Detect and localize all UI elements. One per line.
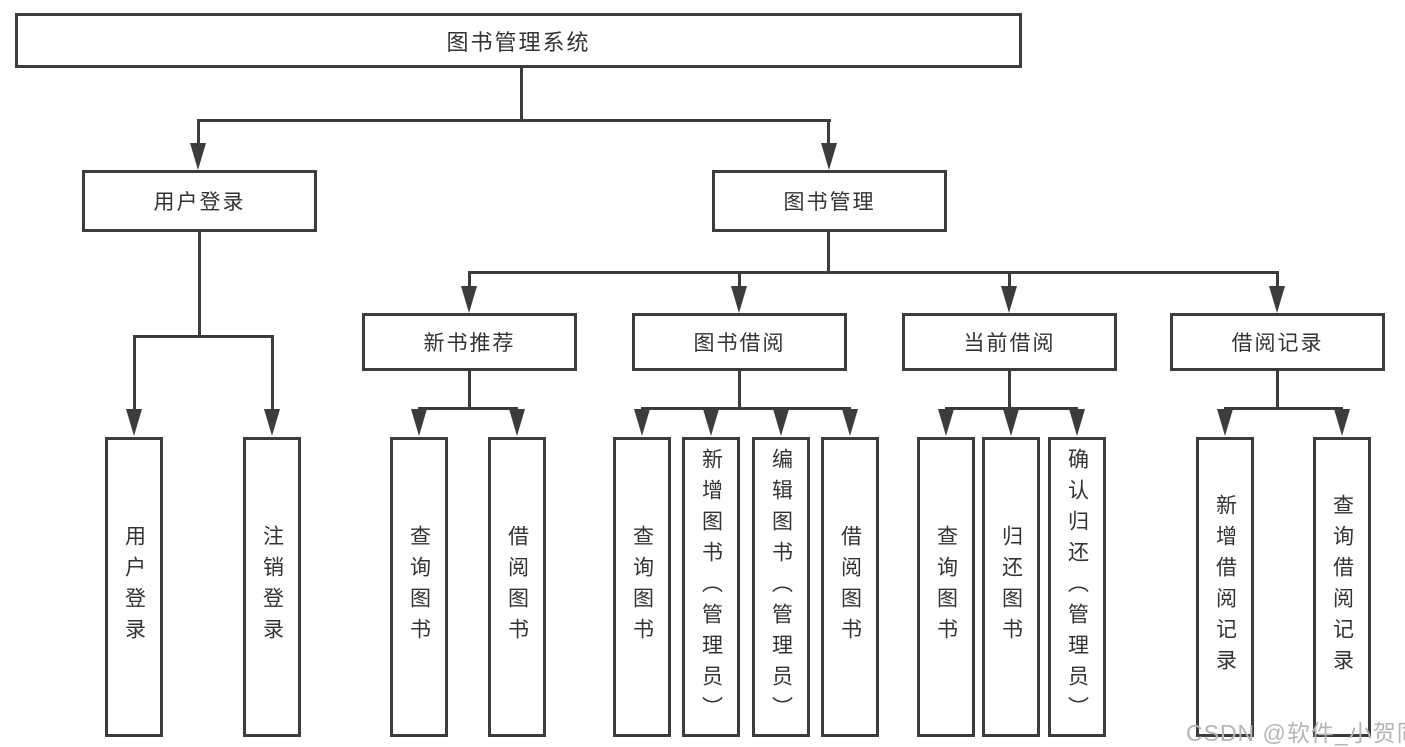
node-book-management: 图书管理: [712, 170, 947, 232]
leaf-edit-book-admin: 编辑图书（管理员）: [752, 437, 810, 737]
arrow-g3-edit-book: [773, 409, 789, 436]
connector-book-borrow-stem: [738, 271, 741, 288]
arrow-g2-query-book: [411, 409, 427, 436]
arrow-to-leaf-user-login: [126, 409, 142, 436]
connector-g5-down: [1276, 371, 1279, 410]
arrow-to-current-borrow: [1001, 286, 1017, 313]
connector-g5-hline: [1224, 407, 1343, 410]
arrow-to-borrow-records: [1269, 286, 1285, 313]
connector-g4-hline: [945, 407, 1078, 410]
arrow-g3-query-book: [634, 409, 650, 436]
arrow-g5-query-record: [1334, 409, 1350, 436]
connector-book-mgmt-stem: [827, 119, 830, 146]
arrow-g2-borrow-book: [509, 409, 525, 436]
leaf-query-book-3: 查询图书: [917, 437, 975, 737]
arrow-g3-borrow-book: [842, 409, 858, 436]
node-current-borrow: 当前借阅: [902, 313, 1117, 371]
leaf-query-book-1: 查询图书: [390, 437, 448, 737]
connector-g2-down: [468, 371, 471, 410]
connector-g3-hline: [641, 407, 851, 410]
arrow-to-new-book-recommend: [461, 286, 477, 313]
node-book-borrow: 图书借阅: [632, 313, 847, 371]
arrow-g4-return-book: [1003, 409, 1019, 436]
node-user-login: 用户登录: [82, 170, 317, 232]
leaf-add-borrow-record: 新增借阅记录: [1196, 437, 1254, 737]
leaf-query-borrow-record: 查询借阅记录: [1313, 437, 1371, 737]
leaf-add-book-admin: 新增图书（管理员）: [682, 437, 740, 737]
leaf-logout: 注销登录: [243, 437, 301, 737]
connector-g4-down: [1008, 371, 1011, 410]
csdn-watermark: CSDN @软件_小贺同学: [1186, 720, 1405, 746]
connector-book-mgmt-down: [827, 232, 830, 274]
connector-borrow-records-stem: [1276, 271, 1279, 288]
leaf-borrow-book-1: 借阅图书: [488, 437, 546, 737]
node-borrow-records: 借阅记录: [1170, 313, 1385, 371]
arrow-g4-confirm-return: [1069, 409, 1085, 436]
node-new-book-recommend: 新书推荐: [362, 313, 577, 371]
leaf-confirm-return-admin: 确认归还（管理员）: [1048, 437, 1106, 737]
arrow-to-user-login: [190, 143, 206, 170]
arrow-g4-query-book: [938, 409, 954, 436]
leaf-query-book-2: 查询图书: [613, 437, 671, 737]
arrow-g5-add-record: [1217, 409, 1233, 436]
arrow-to-leaf-logout: [264, 409, 280, 436]
connector-level3-hline: [468, 271, 1279, 274]
arrow-g3-add-book: [703, 409, 719, 436]
connector-new-book-stem: [468, 271, 471, 288]
connector-leaf-logout-stem: [271, 335, 274, 411]
connector-leaf-user-login-stem: [133, 335, 136, 411]
leaf-return-book: 归还图书: [982, 437, 1040, 737]
connector-current-borrow-stem: [1008, 271, 1011, 288]
leaf-borrow-book-2: 借阅图书: [821, 437, 879, 737]
arrow-to-book-borrow: [731, 286, 747, 313]
node-library-system: 图书管理系统: [15, 13, 1022, 68]
connector-user-login-stem: [197, 119, 200, 146]
connector-g3-down: [738, 371, 741, 410]
connector-level2-hline: [197, 119, 831, 122]
connector-g2-hline: [418, 407, 518, 410]
leaf-user-login: 用户登录: [105, 437, 163, 737]
arrow-to-book-mgmt: [821, 143, 837, 170]
connector-user-login-hline: [133, 335, 273, 338]
connector-user-login-down: [198, 232, 201, 338]
connector-root-stem: [520, 68, 523, 121]
